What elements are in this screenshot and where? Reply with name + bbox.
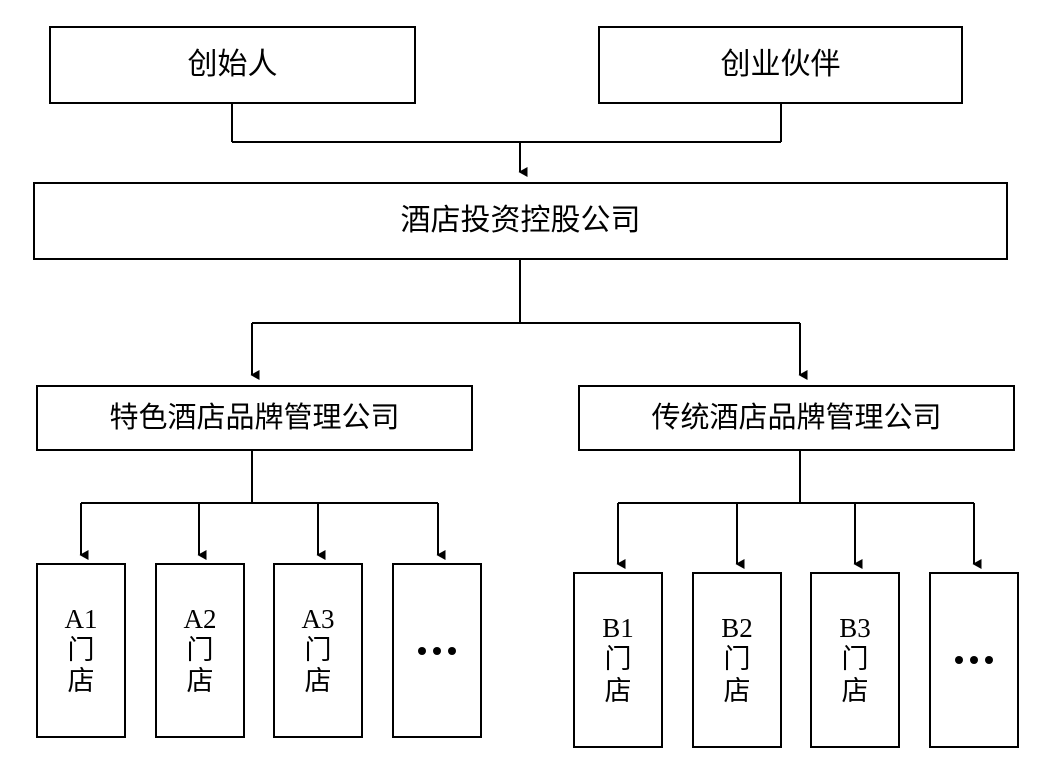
- edge-holding-to-brands: [250, 259, 808, 380]
- node-partner[interactable]: 创业伙伴: [598, 26, 963, 104]
- node-branch-a1[interactable]: A1 门 店: [36, 563, 126, 738]
- branch-code: B2: [721, 613, 753, 644]
- bus-level1: [232, 141, 781, 177]
- node-branch-b3-label: B3 门 店: [839, 613, 871, 707]
- branch-suffix-2: 店: [604, 675, 632, 706]
- node-branch-b1-label: B1 门 店: [602, 613, 634, 707]
- node-branch-a-more[interactable]: [392, 563, 482, 738]
- node-holding-company-label: 酒店投资控股公司: [400, 204, 641, 238]
- edge-brand-b-to-branches: [616, 451, 982, 569]
- node-branch-a2[interactable]: A2 门 店: [155, 563, 245, 738]
- branch-suffix-2: 店: [186, 666, 214, 697]
- node-branch-b2[interactable]: B2 门 店: [692, 572, 782, 748]
- branch-code: A1: [64, 603, 98, 634]
- node-branch-a3[interactable]: A3 门 店: [273, 563, 363, 738]
- edge-brand-a-to-branches: [79, 451, 446, 560]
- branch-suffix-1: 门: [841, 644, 869, 675]
- node-founder[interactable]: 创始人: [49, 26, 416, 104]
- node-brand-b-company[interactable]: 传统酒店品牌管理公司: [578, 385, 1015, 451]
- branch-suffix-2: 店: [723, 675, 751, 706]
- ellipsis-icon: [418, 646, 456, 655]
- node-branch-a3-label: A3 门 店: [302, 604, 335, 698]
- node-branch-a2-label: A2 门 店: [184, 604, 217, 698]
- ellipsis-icon: [955, 656, 993, 664]
- branch-suffix-1: 门: [604, 644, 632, 675]
- node-branch-a1-label: A1 门 店: [65, 604, 98, 698]
- branch-code: A2: [183, 603, 217, 634]
- branch-suffix-2: 店: [841, 675, 869, 706]
- branch-code: A3: [301, 603, 335, 634]
- node-founder-label: 创始人: [187, 48, 278, 82]
- node-branch-b1[interactable]: B1 门 店: [573, 572, 663, 748]
- node-brand-a-company[interactable]: 特色酒店品牌管理公司: [36, 385, 473, 451]
- node-holding-company[interactable]: 酒店投资控股公司: [33, 182, 1008, 260]
- node-branch-b3[interactable]: B3 门 店: [810, 572, 900, 748]
- branch-suffix-1: 门: [186, 634, 214, 665]
- branch-suffix-1: 门: [67, 634, 95, 665]
- branch-suffix-1: 门: [304, 634, 332, 665]
- node-branch-b2-label: B2 门 店: [721, 613, 753, 707]
- branch-suffix-2: 店: [67, 666, 95, 697]
- branch-suffix-1: 门: [723, 644, 751, 675]
- branch-code: B1: [602, 613, 634, 644]
- node-brand-b-company-label: 传统酒店品牌管理公司: [651, 401, 942, 434]
- node-brand-a-company-label: 特色酒店品牌管理公司: [109, 401, 400, 434]
- node-branch-b-more[interactable]: [929, 572, 1019, 748]
- branch-suffix-2: 店: [304, 666, 332, 697]
- node-partner-label: 创业伙伴: [720, 48, 841, 82]
- branch-code: B3: [839, 613, 871, 644]
